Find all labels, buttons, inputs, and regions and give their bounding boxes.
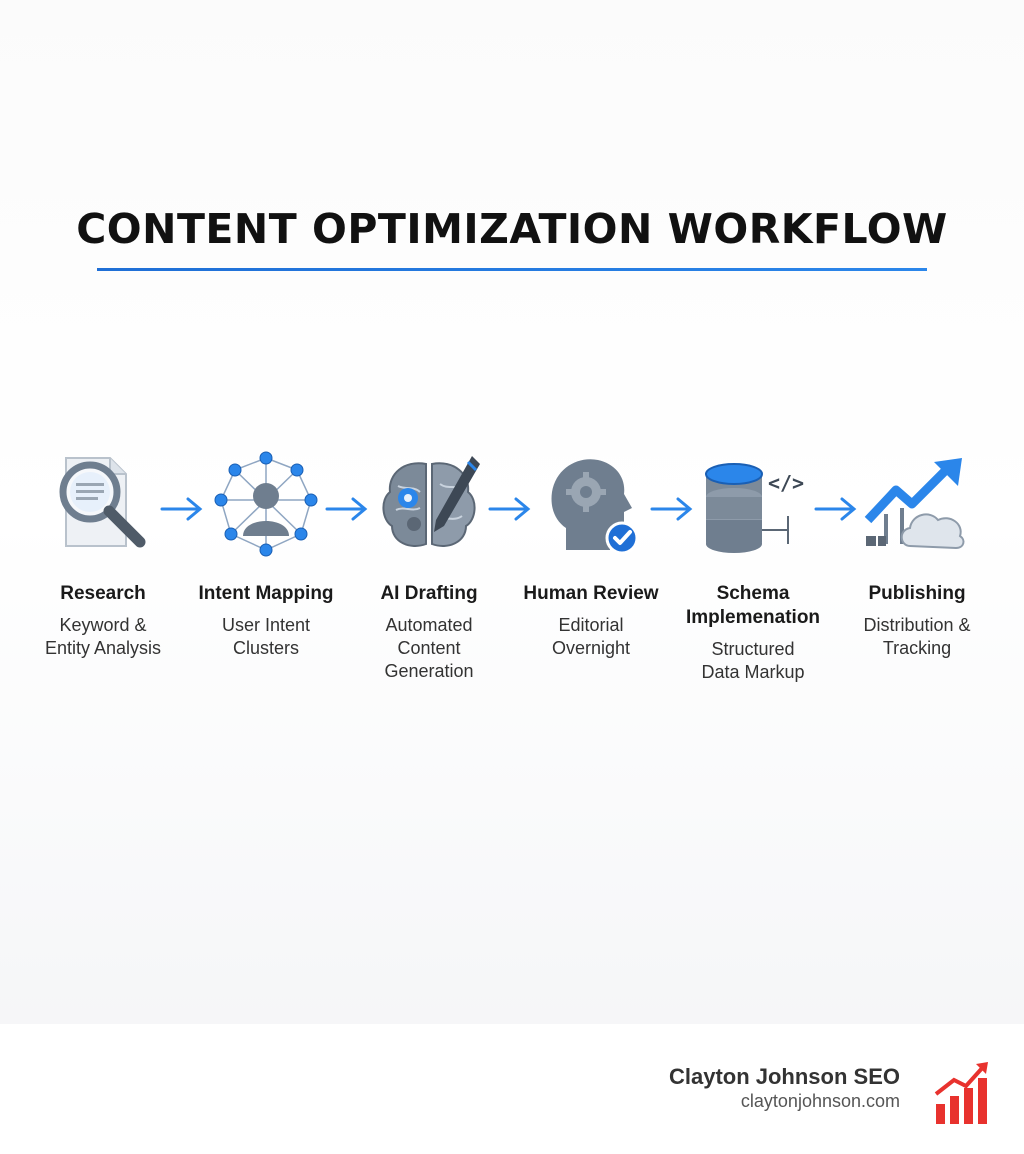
brand-url: claytonjohnson.com — [740, 1091, 900, 1111]
step-title: Publishing — [868, 583, 966, 604]
footer — [0, 1024, 1024, 1154]
step-title: Schema Implemenation — [685, 583, 821, 628]
step-description: Structured Data Markup — [701, 639, 805, 682]
brand-name: Clayton Johnson SEO — [668, 1064, 900, 1089]
brand-chart-logo-icon — [934, 1062, 988, 1124]
arrow-right-icon — [488, 497, 531, 521]
arrow-right-icon — [814, 497, 857, 521]
page-title: CONTENT OPTIMIZATION WORKFLOW — [76, 205, 948, 253]
ai-brain-pen-icon — [382, 456, 480, 547]
step-title: Human Review — [523, 583, 659, 604]
research-magnifier-icon — [59, 457, 146, 548]
step-ai-drafting: AI Drafting Automated Content Generation — [349, 450, 509, 683]
step-human-review: Human Review Editorial Overnight — [511, 450, 671, 660]
step-description: Keyword & Entity Analysis — [44, 615, 162, 658]
step-description: User Intent Clusters — [221, 615, 311, 658]
svg-text:</>: </> — [768, 471, 804, 495]
step-title: AI Drafting — [380, 583, 478, 604]
publishing-growth-cloud-icon — [864, 458, 965, 550]
arrow-right-icon — [325, 497, 368, 521]
title-underline — [97, 268, 927, 271]
step-title: Intent Mapping — [198, 583, 334, 604]
schema-database-code-icon: </> — [705, 463, 804, 553]
human-review-head-icon — [551, 459, 639, 555]
arrow-right-icon — [160, 497, 203, 521]
step-research: Research Keyword & Entity Analysis — [23, 450, 183, 660]
arrow-right-icon — [650, 497, 693, 521]
step-description: Editorial Overnight — [551, 615, 631, 658]
step-title: Research — [60, 583, 146, 604]
step-description: Automated Content Generation — [384, 615, 474, 681]
step-description: Distribution & Tracking — [863, 615, 971, 658]
step-schema-implementation: </> Schema Implemenation Structured Data… — [673, 450, 833, 684]
step-intent-mapping: Intent Mapping User Intent Clusters — [186, 450, 346, 660]
intent-network-icon — [214, 451, 318, 557]
step-publishing: Publishing Distribution & Tracking — [837, 450, 997, 660]
